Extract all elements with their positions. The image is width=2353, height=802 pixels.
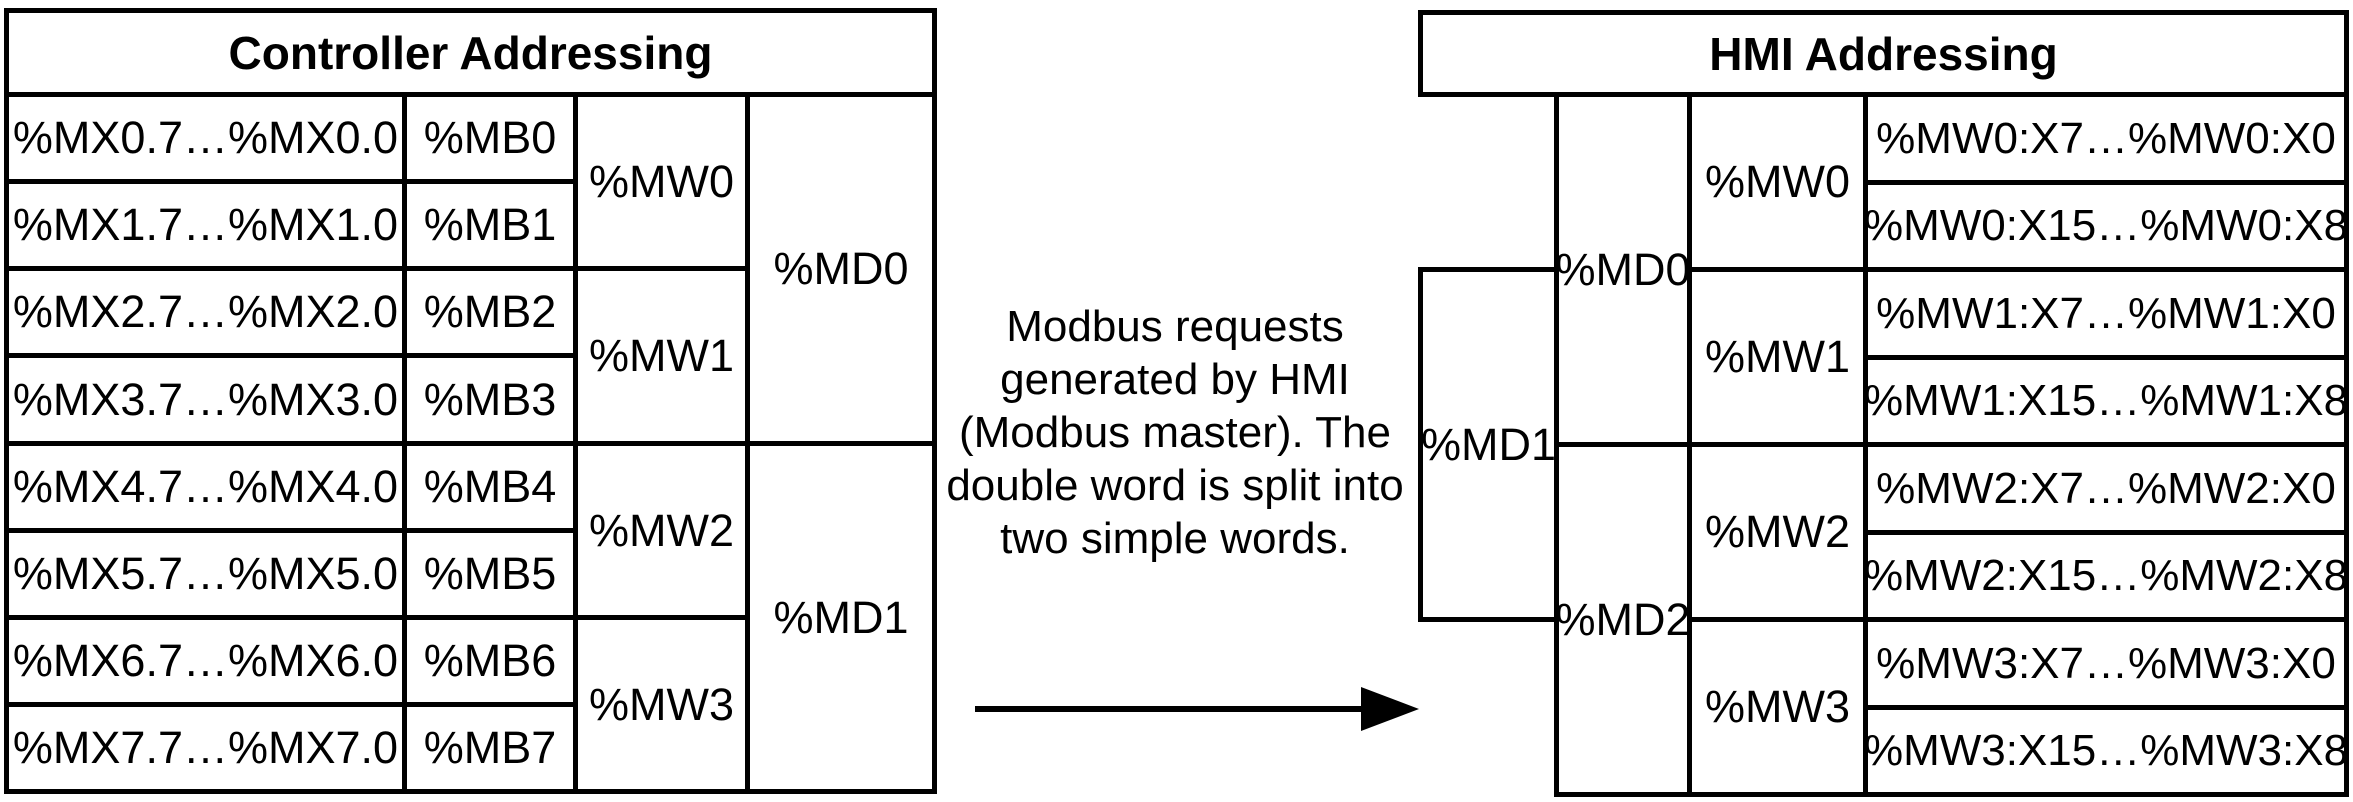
hmi-word-cell: %MW1 xyxy=(1687,267,1868,447)
controller-bit-range-cell: %MX2.7…%MX2.0 xyxy=(4,266,407,358)
controller-bit-range-cell: %MX6.7…%MX6.0 xyxy=(4,615,407,707)
modbus-note-text: Modbus requests generated by HMI (Modbus… xyxy=(946,302,1404,563)
controller-bit-range-cell: %MX0.7…%MX0.0 xyxy=(4,92,407,184)
hmi-dword-cell: %MD2 xyxy=(1554,442,1692,797)
arrow-head xyxy=(1361,687,1419,731)
hmi-word-cell: %MW0 xyxy=(1687,92,1868,272)
hmi-table-title: HMI Addressing xyxy=(1418,10,2349,97)
controller-byte-cell: %MB4 xyxy=(402,441,578,533)
controller-dword-cell: %MD0 xyxy=(745,92,937,446)
controller-byte-cell: %MB5 xyxy=(402,528,578,620)
hmi-bit-range-cell: %MW1:X15…%MW1:X8 xyxy=(1863,355,2349,447)
controller-word-cell: %MW1 xyxy=(573,266,750,446)
controller-dword-cell: %MD1 xyxy=(745,441,937,794)
arrow-shaft xyxy=(975,706,1365,712)
controller-byte-cell: %MB1 xyxy=(402,179,578,271)
controller-bit-range-cell: %MX1.7…%MX1.0 xyxy=(4,179,407,271)
controller-word-cell: %MW2 xyxy=(573,441,750,620)
controller-table-title: Controller Addressing xyxy=(4,8,937,97)
hmi-bit-range-cell: %MW0:X15…%MW0:X8 xyxy=(1863,180,2349,272)
controller-word-cell: %MW0 xyxy=(573,92,750,271)
controller-bit-range-cell: %MX5.7…%MX5.0 xyxy=(4,528,407,620)
hmi-bit-range-cell: %MW2:X7…%MW2:X0 xyxy=(1863,442,2349,535)
hmi-dword-overlap-cell: %MD1 xyxy=(1418,267,1559,622)
hmi-word-cell: %MW2 xyxy=(1687,442,1868,622)
controller-byte-cell: %MB3 xyxy=(402,353,578,446)
controller-bit-range-cell: %MX4.7…%MX4.0 xyxy=(4,441,407,533)
controller-bit-range-cell: %MX7.7…%MX7.0 xyxy=(4,702,407,794)
controller-bit-range-cell: %MX3.7…%MX3.0 xyxy=(4,353,407,446)
controller-byte-cell: %MB0 xyxy=(402,92,578,184)
controller-word-cell: %MW3 xyxy=(573,615,750,794)
hmi-bit-range-cell: %MW2:X15…%MW2:X8 xyxy=(1863,530,2349,622)
hmi-bit-range-cell: %MW0:X7…%MW0:X0 xyxy=(1863,92,2349,185)
hmi-word-cell: %MW3 xyxy=(1687,617,1868,797)
hmi-bit-range-cell: %MW1:X7…%MW1:X0 xyxy=(1863,267,2349,360)
controller-byte-cell: %MB6 xyxy=(402,615,578,707)
controller-byte-cell: %MB2 xyxy=(402,266,578,358)
hmi-bit-range-cell: %MW3:X15…%MW3:X8 xyxy=(1863,705,2349,797)
hmi-bit-range-cell: %MW3:X7…%MW3:X0 xyxy=(1863,617,2349,710)
hmi-dword-cell: %MD0 xyxy=(1554,92,1692,447)
controller-byte-cell: %MB7 xyxy=(402,702,578,794)
